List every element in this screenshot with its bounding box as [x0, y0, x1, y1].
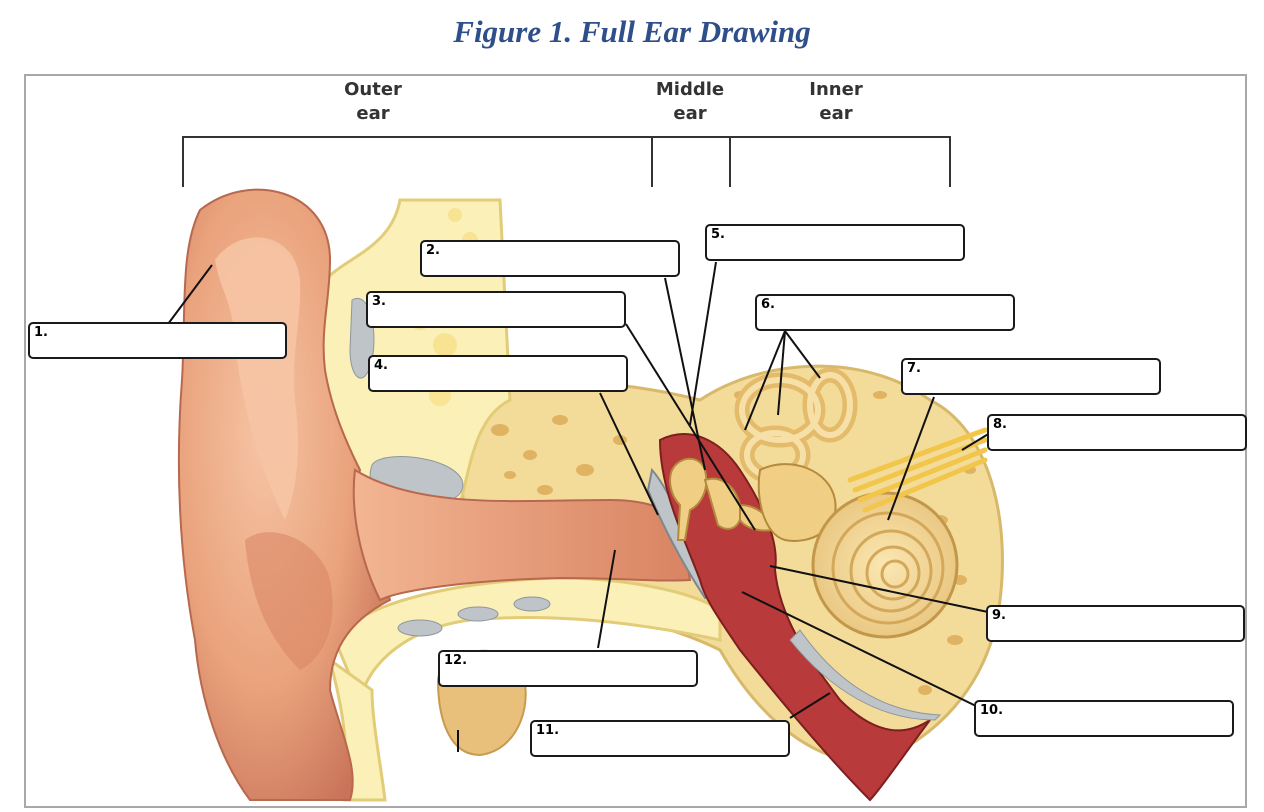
pinna-concha	[245, 532, 333, 670]
eustachian-tube-lining	[789, 629, 942, 721]
answer-box-number: 10.	[980, 703, 1004, 718]
region-label-middle-line2: ear	[673, 103, 707, 124]
answer-box-number: 11.	[536, 723, 560, 738]
answer-box-9[interactable]: 9.	[986, 605, 1245, 642]
region-label-middle-ear: Middle ear	[640, 78, 740, 126]
answer-box-7[interactable]: 7.	[901, 358, 1161, 395]
neck-strip	[327, 656, 387, 802]
region-label-inner-line2: ear	[819, 103, 853, 124]
answer-box-number: 1.	[34, 325, 48, 340]
region-brackets	[182, 136, 951, 187]
answer-box-number: 9.	[992, 608, 1006, 623]
floor-gray-patches	[397, 596, 551, 637]
answer-box-number: 8.	[993, 417, 1007, 432]
answer-box-5[interactable]: 5.	[705, 224, 965, 261]
answer-box-number: 12.	[444, 653, 468, 668]
region-label-inner-ear: Inner ear	[786, 78, 886, 126]
answer-box-1[interactable]: 1.	[28, 322, 287, 359]
ossicles	[669, 457, 774, 541]
answer-box-6[interactable]: 6.	[755, 294, 1015, 331]
cochlea	[811, 491, 959, 639]
answer-box-4[interactable]: 4.	[368, 355, 628, 392]
answer-box-number: 6.	[761, 297, 775, 312]
answer-box-10[interactable]: 10.	[974, 700, 1234, 737]
pinna-fold	[215, 237, 301, 520]
region-label-outer-line2: ear	[356, 103, 390, 124]
answer-box-11[interactable]: 11.	[530, 720, 790, 757]
region-label-outer-line1: Outer	[344, 79, 402, 100]
region-label-middle-line1: Middle	[655, 79, 725, 100]
answer-box-number: 3.	[372, 294, 386, 309]
answer-box-2[interactable]: 2.	[420, 240, 680, 277]
ear-canal	[352, 468, 692, 602]
answer-box-8[interactable]: 8.	[987, 414, 1247, 451]
answer-box-number: 2.	[426, 243, 440, 258]
answer-box-number: 7.	[907, 361, 921, 376]
figure-title: Figure 1. Full Ear Drawing	[453, 14, 811, 49]
region-label-inner-line1: Inner	[809, 79, 863, 100]
answer-box-number: 5.	[711, 227, 725, 242]
leader-lines	[167, 261, 991, 752]
answer-box-12[interactable]: 12.	[438, 650, 698, 687]
answer-box-number: 4.	[374, 358, 388, 373]
region-label-outer-ear: Outer ear	[323, 78, 423, 126]
answer-box-3[interactable]: 3.	[366, 291, 626, 328]
